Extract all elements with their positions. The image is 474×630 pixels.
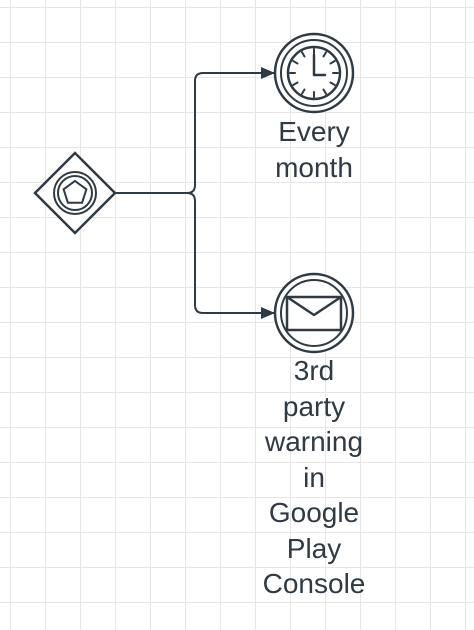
envelope-icon xyxy=(285,295,343,332)
timer-event[interactable] xyxy=(273,32,355,114)
event-based-gateway[interactable] xyxy=(33,151,117,235)
clock-icon xyxy=(286,45,342,101)
message-event[interactable] xyxy=(273,272,355,354)
pentagon-icon xyxy=(62,179,88,204)
timer-event-label: Every month xyxy=(275,116,353,183)
message-event-label: 3rd party warning in Google Play Console xyxy=(262,355,366,599)
sequence-flow-to-message[interactable] xyxy=(115,192,275,319)
